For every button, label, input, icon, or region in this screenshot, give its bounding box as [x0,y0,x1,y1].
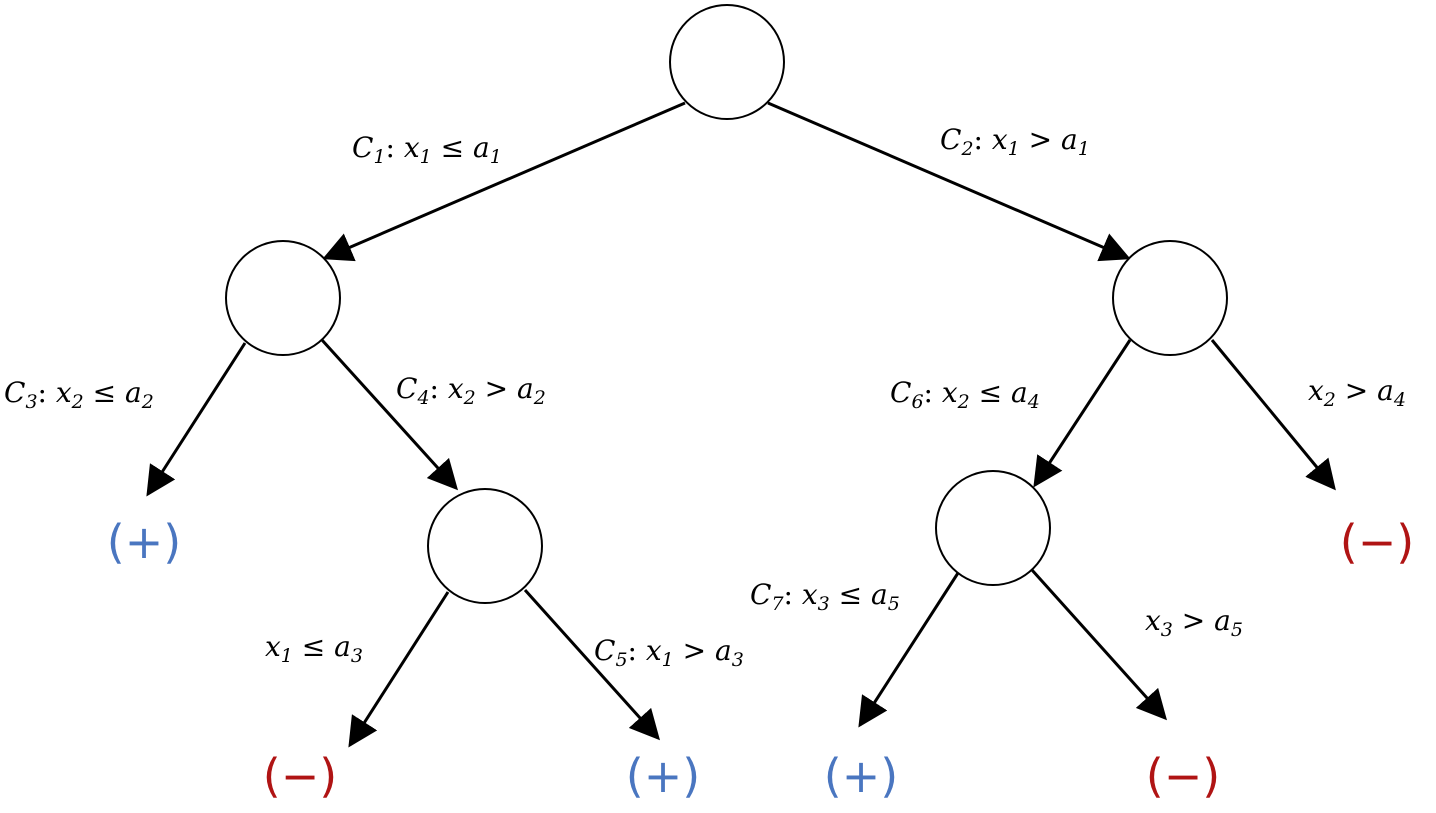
edge-root-right [767,101,1131,262]
edge-n1-right [320,338,459,491]
tree-node-root [669,4,785,120]
edge-n1-left [146,342,247,497]
tree-node-3 [427,488,543,604]
edge-label: C4​: x2​ > a2​ [396,372,546,409]
edge-label: x2​ > a4​ [1308,374,1406,411]
tree-node-1 [225,240,341,356]
edge-label: C2​: x1​ > a1​ [940,123,1090,160]
edge-label: C1​: x1​ ≤ a1​ [352,131,502,168]
edge-label: x3​ > a5​ [1145,604,1243,641]
edge-n3-left [348,591,450,748]
leaf-label-positive: (+) [626,749,700,803]
nodes [225,4,1228,604]
edge-label: C6​: x2​ ≤ a4​ [890,376,1040,413]
leaf-label-negative: (−) [263,749,337,803]
tree-node-2 [1112,240,1228,356]
edge-n4-left [858,572,960,728]
edge-n2-right [1210,339,1336,491]
edge-root-left [322,101,686,262]
edge-n4-right [1030,568,1168,721]
edges [146,101,1336,748]
tree-node-4 [935,470,1051,586]
leaves: (+) (−) (+) (+) (−) (−) [107,515,1414,803]
edge-label: x1​ ≤ a3​ [265,630,363,667]
edge-labels: C1​: x1​ ≤ a1​ C2​: x1​ > a1​ C3​: x2​ ≤… [4,123,1406,671]
leaf-label-positive: (+) [107,515,181,569]
edge-n2-left [1033,339,1132,488]
leaf-label-positive: (+) [824,749,898,803]
edge-n3-right [523,588,661,741]
edge-label: C5​: x1​ > a3​ [594,634,744,671]
leaf-label-negative: (−) [1340,515,1414,569]
leaf-label-negative: (−) [1146,749,1220,803]
edge-label: C7​: x3​ ≤ a5​ [750,578,900,615]
edge-label: C3​: x2​ ≤ a2​ [4,376,154,413]
